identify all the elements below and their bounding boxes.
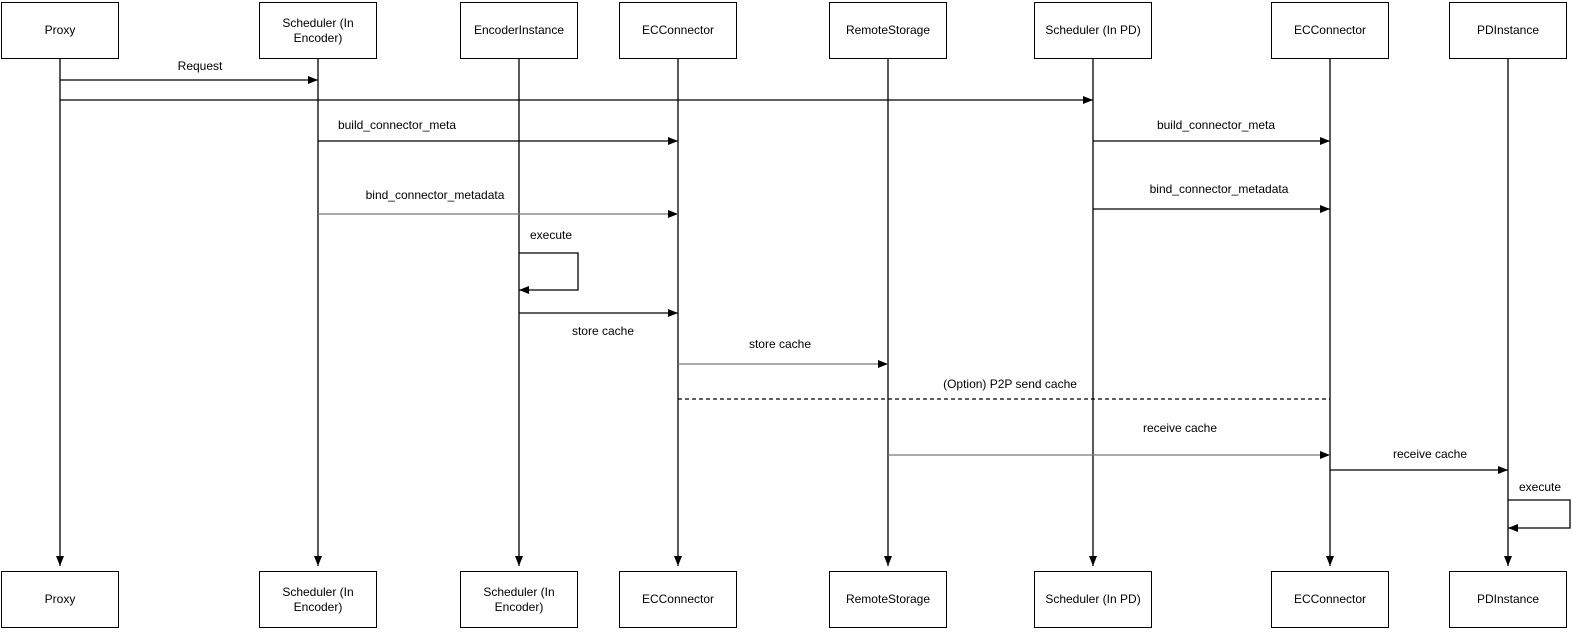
message-label-bind-connector-metadata-pd: bind_connector_metadata xyxy=(1149,182,1289,196)
participant-bottom-box-proxy: Proxy xyxy=(1,571,119,628)
participant-top-box-pd-instance: PDInstance xyxy=(1449,2,1567,59)
participant-top-box-encoder-instance: EncoderInstance xyxy=(460,2,578,59)
self-call-execute-encoder xyxy=(519,252,579,294)
message-label-receive-cache-pd: receive cache xyxy=(1392,447,1468,461)
participant-bottom-label-scheduler-encoder: Scheduler (In Encoder) xyxy=(282,584,354,614)
participant-bottom-box-remote-storage: RemoteStorage xyxy=(829,571,947,628)
participant-top-label-scheduler-pd: Scheduler (In PD) xyxy=(1045,23,1141,37)
participant-bottom-box-scheduler-encoder: Scheduler (In Encoder) xyxy=(259,571,377,628)
self-call-label-execute-pd: execute xyxy=(1518,480,1562,494)
participant-top-box-ec-connector-encoder: ECConnector xyxy=(619,2,737,59)
message-label-request: Request xyxy=(177,59,223,73)
participant-top-label-encoder-instance: EncoderInstance xyxy=(473,23,565,37)
participant-bottom-box-ec-connector-pd: ECConnector xyxy=(1271,571,1389,628)
message-label-bind-connector-metadata-encoder: bind_connector_metadata xyxy=(365,188,505,202)
participant-top-label-ec-connector-encoder: ECConnector xyxy=(641,23,715,37)
participant-bottom-label-encoder-instance: Scheduler (In Encoder) xyxy=(483,584,555,614)
participant-top-label-ec-connector-pd: ECConnector xyxy=(1293,23,1367,37)
participant-top-box-scheduler-encoder: Scheduler (In Encoder) xyxy=(259,2,377,59)
participant-bottom-box-ec-connector-encoder: ECConnector xyxy=(619,571,737,628)
self-call-execute-pd xyxy=(1508,499,1571,532)
participant-top-label-proxy: Proxy xyxy=(44,23,76,37)
message-label-store-cache-remote: store cache xyxy=(748,337,812,351)
participant-top-box-proxy: Proxy xyxy=(1,2,119,59)
participant-top-box-ec-connector-pd: ECConnector xyxy=(1271,2,1389,59)
participant-bottom-box-scheduler-pd: Scheduler (In PD) xyxy=(1034,571,1152,628)
participant-top-label-scheduler-encoder: Scheduler (In Encoder) xyxy=(282,15,354,45)
participant-bottom-box-pd-instance: PDInstance xyxy=(1449,571,1567,628)
message-label-build-connector-meta-pd: build_connector_meta xyxy=(1156,118,1276,132)
self-call-label-execute-encoder: execute xyxy=(529,228,573,242)
participant-top-box-remote-storage: RemoteStorage xyxy=(829,2,947,59)
participant-bottom-label-proxy: Proxy xyxy=(44,592,76,606)
message-label-p2p-send-cache: (Option) P2P send cache xyxy=(943,377,1077,391)
message-label-store-cache-encoder: store cache xyxy=(571,324,635,338)
participant-top-label-pd-instance: PDInstance xyxy=(1476,23,1540,37)
participant-top-label-remote-storage: RemoteStorage xyxy=(845,23,931,37)
participant-bottom-box-encoder-instance: Scheduler (In Encoder) xyxy=(460,571,578,628)
message-label-receive-cache-ec: receive cache xyxy=(1142,421,1218,435)
participant-bottom-label-remote-storage: RemoteStorage xyxy=(845,592,931,606)
participant-top-box-scheduler-pd: Scheduler (In PD) xyxy=(1034,2,1152,59)
participant-bottom-label-ec-connector-pd: ECConnector xyxy=(1293,592,1367,606)
participant-bottom-label-scheduler-pd: Scheduler (In PD) xyxy=(1045,592,1141,606)
participant-bottom-label-ec-connector-encoder: ECConnector xyxy=(641,592,715,606)
message-label-build-connector-meta-encoder: build_connector_meta xyxy=(337,118,457,132)
participant-bottom-label-pd-instance: PDInstance xyxy=(1476,592,1540,606)
